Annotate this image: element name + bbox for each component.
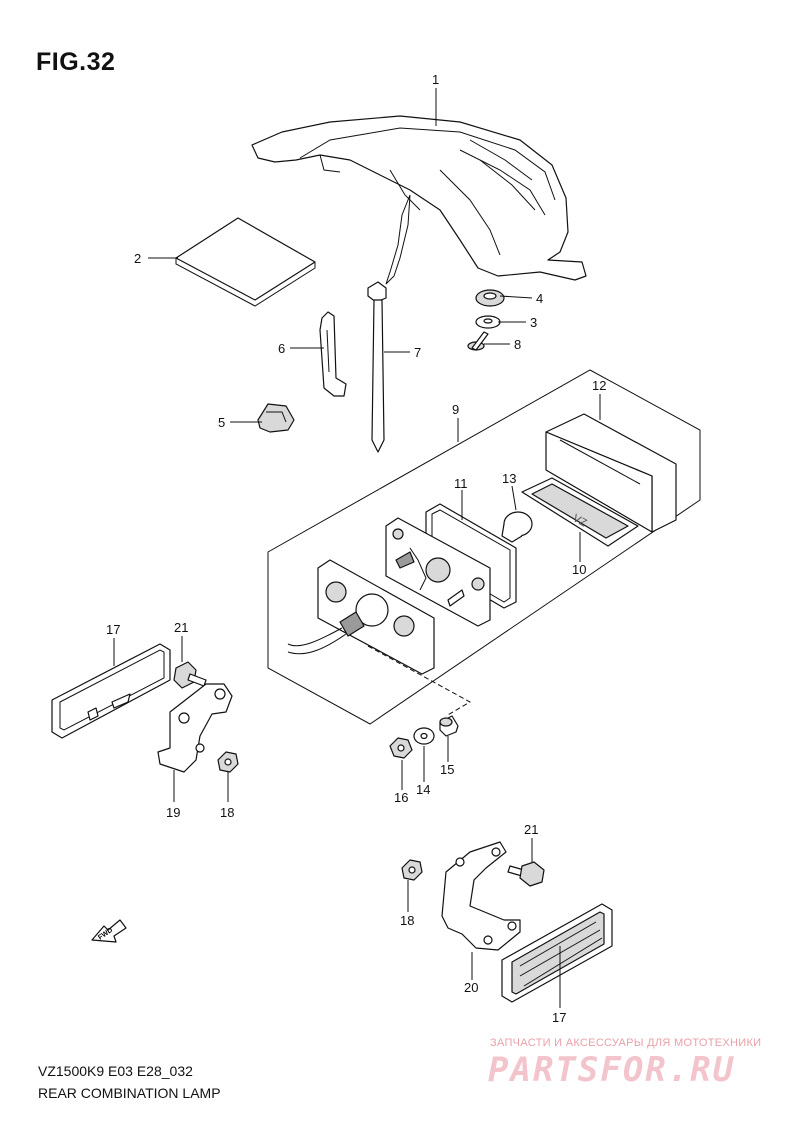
license-lamp-cover[interactable] — [545, 413, 677, 533]
callout-21-left: 21 — [174, 620, 188, 635]
bracket-left[interactable] — [157, 683, 233, 773]
callout-18-left: 18 — [220, 805, 234, 820]
callout-21-right: 21 — [524, 822, 538, 837]
callout-16: 16 — [394, 790, 408, 805]
lamp-base-plate[interactable] — [385, 517, 491, 627]
bolt-left[interactable] — [173, 661, 207, 689]
clip[interactable] — [257, 403, 295, 433]
nut-right[interactable] — [401, 859, 423, 881]
callout-15: 15 — [440, 762, 454, 777]
nut[interactable] — [389, 737, 413, 759]
spacer[interactable] — [439, 715, 459, 737]
callout-6: 6 — [278, 341, 285, 356]
tail-lamp-housing[interactable] — [251, 115, 587, 285]
callout-11: 11 — [454, 476, 468, 491]
callout-13: 13 — [502, 471, 516, 486]
callout-10: 10 — [572, 562, 586, 577]
socket-plate[interactable] — [287, 547, 435, 675]
callout-14: 14 — [416, 782, 430, 797]
wiring-clamp[interactable] — [319, 311, 347, 397]
bolt-right[interactable] — [507, 861, 545, 887]
bulb[interactable] — [501, 511, 533, 543]
callout-9: 9 — [452, 402, 459, 417]
washer[interactable] — [475, 315, 501, 329]
watermark-brand: PARTSFOR.RU — [488, 1050, 736, 1090]
screw[interactable] — [467, 331, 489, 351]
cushion-pad[interactable] — [175, 217, 316, 307]
nut-left[interactable] — [217, 751, 239, 773]
washer-small[interactable] — [413, 727, 435, 745]
leader-lines — [113, 88, 601, 1008]
callout-12: 12 — [592, 378, 606, 393]
figure-title: FIG.32 — [36, 48, 116, 76]
callout-20: 20 — [464, 980, 478, 995]
callout-labels: 1 2 3 4 5 6 7 8 9 10 11 12 13 14 15 16 1… — [106, 72, 606, 1025]
figure-name: REAR COMBINATION LAMP — [38, 1085, 221, 1101]
callout-17-left: 17 — [106, 622, 120, 637]
cable-tie[interactable] — [367, 281, 387, 453]
callout-19: 19 — [166, 805, 180, 820]
callout-17-right: 17 — [552, 1010, 566, 1025]
callout-3: 3 — [530, 315, 537, 330]
callout-18-right: 18 — [400, 913, 414, 928]
license-lamp-lens[interactable]: VZ — [521, 477, 639, 547]
callout-7: 7 — [414, 345, 421, 360]
bracket-right[interactable] — [441, 841, 521, 951]
fwd-arrow-icon: FWD — [91, 919, 127, 943]
model-code: VZ1500K9 E03 E28_032 — [38, 1063, 193, 1079]
watermark-subtitle: ЗАПЧАСТИ И АКСЕССУАРЫ ДЛЯ МОТОТЕХНИКИ — [490, 1037, 762, 1049]
grommet[interactable] — [475, 289, 505, 307]
license-lamp-assembly-frame — [267, 369, 701, 725]
callout-2: 2 — [134, 251, 141, 266]
reflector-left[interactable] — [51, 643, 171, 739]
callout-8: 8 — [514, 337, 521, 352]
callout-4: 4 — [536, 291, 543, 306]
callout-1: 1 — [432, 72, 439, 87]
reflector-right[interactable] — [501, 903, 613, 1003]
callout-5: 5 — [218, 415, 225, 430]
